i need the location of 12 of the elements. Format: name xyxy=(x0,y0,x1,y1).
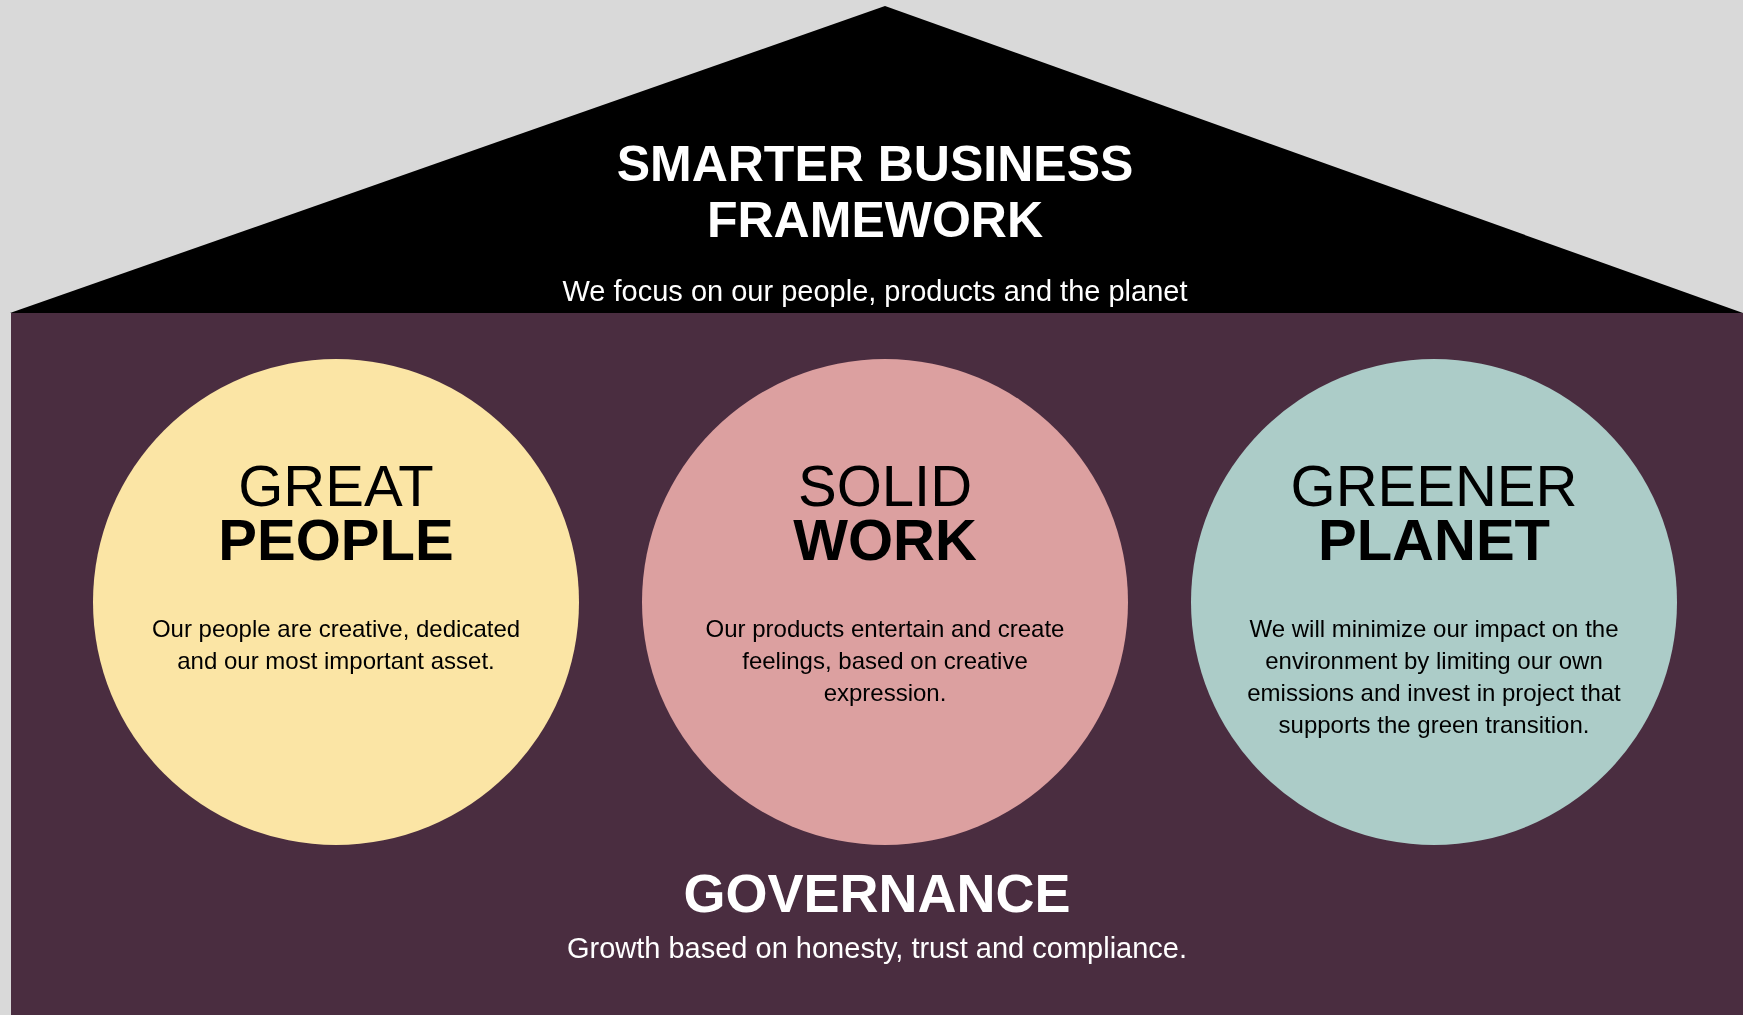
governance-heading: GOVERNANCE xyxy=(682,863,1072,923)
governance-description: Growth based on honesty, trust and compliance. xyxy=(565,931,1189,965)
tagline: We focus on our people, products and the planet xyxy=(561,274,1189,308)
house-body xyxy=(11,313,1743,1015)
roof-shape xyxy=(10,6,1743,313)
pillar-heading: GREAT PEOPLE xyxy=(217,459,455,567)
pillar-heading: SOLID WORK xyxy=(792,459,978,567)
pillar-description: Our people are creative, dedicated and our most important asset. xyxy=(150,614,522,676)
pillar-heading: GREENER PLANET xyxy=(1289,459,1579,567)
pillar-description: Our products entertain and create feelings, based on creative expression. xyxy=(704,614,1066,708)
pillar-description: We will minimize our impact on the environment by limiting our own emissions and invest in project that supports the green transition. xyxy=(1246,614,1622,740)
title-text: SMARTER BUSINESS FRAMEWORK xyxy=(615,136,1135,248)
